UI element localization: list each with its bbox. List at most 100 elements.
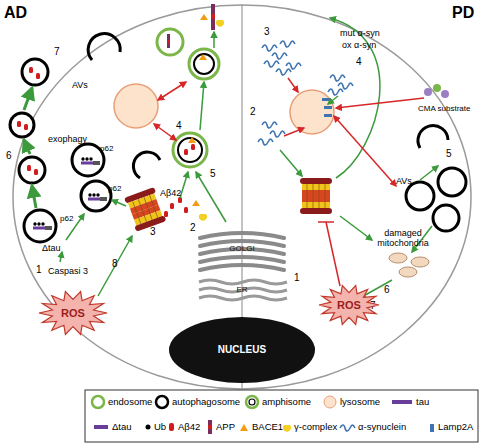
- ad-endosomes-part: [211, 14, 215, 19]
- pd-autophagosomes-part: [418, 126, 448, 148]
- legend-samples-part: [246, 396, 258, 408]
- pd-alpha-synuclein-part: [338, 83, 353, 89]
- green-arrows-part: [213, 32, 215, 48]
- ad-endosomes-part: [178, 138, 202, 162]
- legend-samples-part: [340, 425, 355, 431]
- legend-samples-part: [324, 396, 336, 408]
- legend-samples-part: [249, 399, 255, 405]
- protein-label: Δtau: [42, 243, 61, 253]
- red-arrows-part: [334, 116, 396, 186]
- red-arrows: [154, 78, 424, 286]
- ad-endosomes-part: [184, 149, 188, 155]
- green-arrows-part: [200, 82, 204, 130]
- panel-letter: AD: [4, 4, 27, 21]
- pd-alpha-synuclein-part: [276, 69, 291, 75]
- ad-endosomes-part: [189, 49, 219, 79]
- legend-text: BACE1: [252, 421, 283, 432]
- legend-text: Aβ42: [178, 421, 200, 432]
- nucleus-ellipse: NUCLEUS: [168, 316, 316, 384]
- node-text: ROS: [337, 300, 361, 310]
- golgi-cisterna: [200, 257, 284, 262]
- callout-number: 3: [150, 226, 156, 237]
- ad-autophagosomes-part: [17, 121, 21, 127]
- ad-autophagosomes-part: [88, 193, 107, 201]
- green-arrows-part: [24, 140, 30, 154]
- ad-autophagosomes-part: [81, 157, 100, 165]
- ad-autophagosomes-part: [24, 210, 56, 242]
- ad-autophagosomes-part: [10, 113, 34, 137]
- ros-burst-shape: [319, 286, 379, 325]
- pd-alpha-synuclein-part: [272, 53, 287, 59]
- ad-endosomes-part: [167, 34, 170, 48]
- ab42-peptides-part: [192, 200, 200, 206]
- legend-samples-part: [283, 425, 291, 432]
- red-arrows-part: [284, 128, 304, 136]
- ad-autophagosomes-part: [72, 144, 104, 176]
- golgi-stack: GOLGI: [196, 226, 288, 272]
- callout-number: 7: [54, 46, 60, 57]
- ab42-peptides: [164, 197, 207, 221]
- ad-autophagosomes-part: [34, 169, 38, 175]
- pd-alpha-synuclein-part: [258, 139, 273, 145]
- pd-lysosome: [290, 90, 334, 134]
- ros-burst-shape: [39, 292, 107, 335]
- pd-autophagosomes-part: [406, 182, 434, 210]
- node-text: GOLGI: [229, 244, 254, 254]
- cma-substrate-part: [433, 84, 441, 92]
- callout-number: 3: [264, 26, 270, 37]
- legend-text: γ-complex: [294, 421, 337, 432]
- protein-label: Aβ42: [160, 188, 181, 198]
- green-arrows-part: [420, 166, 438, 180]
- ad-autophagosomes-part: [88, 34, 120, 60]
- ad-autophagosomes-part: [29, 67, 33, 73]
- green-arrows-part: [24, 88, 32, 110]
- node-text: NUCLEUS: [218, 345, 266, 355]
- golgi-cisterna: [200, 233, 284, 238]
- ad-endosomes-part: [199, 54, 207, 60]
- legend-text: Δtau: [112, 421, 132, 432]
- callout-number: 1: [294, 272, 300, 283]
- legend-text: APP: [216, 421, 235, 432]
- legend-samples-part: [146, 425, 151, 430]
- callout-number: 4: [356, 56, 362, 67]
- callout-number: 4: [176, 120, 182, 131]
- cma-substrate: [424, 84, 449, 98]
- pd-lysosome-part: [322, 98, 330, 101]
- ad-endosomes-part: [173, 133, 207, 167]
- ad-endosomes-part: [211, 4, 215, 30]
- callout-number: 8: [112, 258, 118, 269]
- process-label: exophagy: [48, 134, 87, 144]
- green-arrows-part: [60, 252, 62, 262]
- ad-autophagosomes-part: [22, 59, 48, 85]
- ad-autophagosomes-part: [24, 124, 28, 130]
- green-arrows: [24, 18, 438, 298]
- ad-lysosome: [114, 84, 158, 128]
- pd-alpha-synuclein-part: [330, 75, 345, 81]
- er-stack: ER: [196, 276, 288, 304]
- callout-number: 5: [210, 168, 216, 179]
- panel-letter: PD: [452, 4, 474, 21]
- ab42-peptides-part: [199, 214, 207, 221]
- callout-number: 1: [36, 264, 42, 275]
- vesicle-label: AVs: [396, 176, 412, 186]
- pd-alpha-synuclein-part: [264, 61, 279, 67]
- red-arrows-part: [318, 221, 334, 223]
- protein-label: CMA substrate: [418, 104, 470, 113]
- pd-alpha-synuclein-part: [328, 89, 343, 95]
- green-arrows-part: [280, 150, 302, 176]
- cma-substrate-part: [441, 90, 449, 98]
- ad-autophagosomes-part: [27, 165, 31, 171]
- mitochondria-part: [389, 253, 407, 263]
- ab42-peptides-part: [164, 211, 168, 217]
- ros-burst: ROS: [318, 284, 380, 326]
- ad-endosomes: [157, 4, 224, 167]
- ad-autophagosomes-part: [19, 157, 45, 183]
- legend-samples-part: [208, 420, 212, 434]
- pd-autophagosomes-part: [433, 205, 459, 231]
- legend-text: autophagosome: [172, 396, 240, 407]
- legend-frame-part: [85, 390, 478, 442]
- legend-samples-part: [208, 425, 212, 429]
- legend-samples-part: [156, 396, 168, 408]
- ab42-peptides-part: [170, 203, 174, 209]
- green-arrows-part: [330, 18, 380, 178]
